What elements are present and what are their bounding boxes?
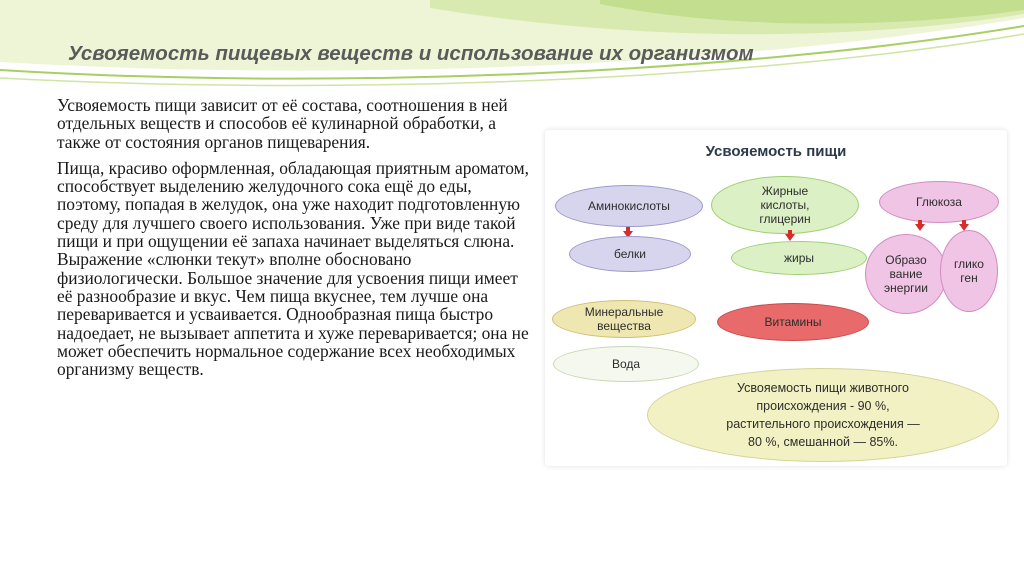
digestibility-diagram: Усвояемость пищи Аминокислоты белки Жирн…	[545, 130, 1007, 466]
body-text: Усвояемость пищи зависит от её состава, …	[57, 96, 535, 386]
summary-note: Усвояемость пищи животного происхождения…	[647, 368, 999, 462]
node-glucose: Глюкоза	[879, 181, 999, 223]
arrow-down-icon	[915, 220, 925, 231]
diagram-title: Усвояемость пищи	[705, 143, 847, 160]
paragraph-1: Усвояемость пищи зависит от её состава, …	[57, 95, 508, 152]
slide-title: Усвояемость пищевых веществ и использова…	[68, 42, 754, 65]
node-fats: жиры	[731, 241, 867, 275]
node-minerals: Минеральные вещества	[552, 300, 696, 338]
node-amino-acids: Аминокислоты	[555, 185, 703, 227]
node-fatty-acids: Жирные кислоты, глицерин	[711, 176, 859, 234]
arrow-down-icon	[959, 220, 969, 231]
node-proteins: белки	[569, 236, 691, 272]
header-decoration	[0, 0, 1024, 87]
arrow-down-icon	[623, 227, 633, 238]
arrow-down-icon	[785, 230, 795, 241]
node-vitamins: Витамины	[717, 303, 869, 341]
node-water: Вода	[553, 346, 699, 382]
paragraph-2: Пища, красиво оформленная, обладающая пр…	[57, 157, 530, 380]
node-energy-production: Образо вание энергии	[865, 234, 947, 314]
node-glycogen: глико ген	[940, 230, 998, 312]
